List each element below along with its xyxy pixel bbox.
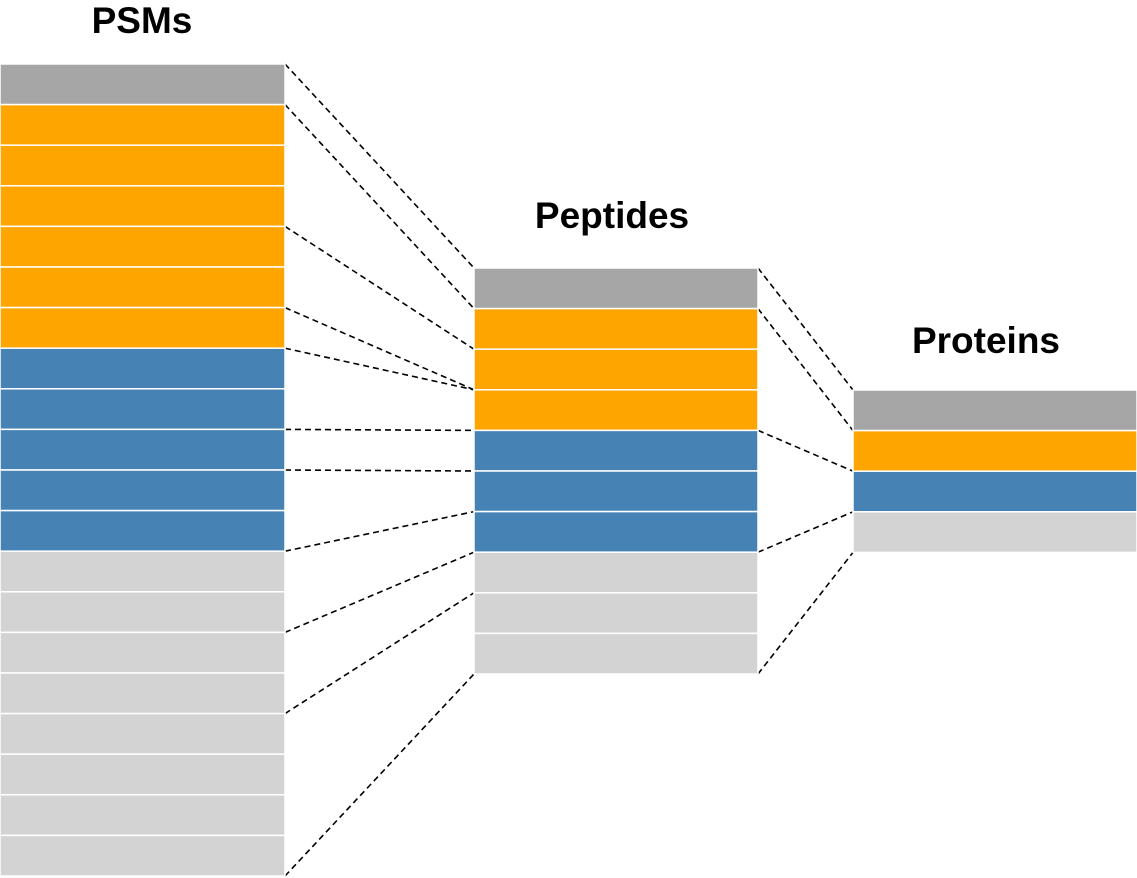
proteins-dark-gray-row: [852, 389, 1137, 432]
psms-orange-row: [0, 144, 286, 187]
proteins-column: [852, 389, 1137, 554]
psms-light-gray-row: [0, 834, 286, 877]
peptides-blue-row: [473, 510, 759, 553]
peptides-orange-row: [473, 389, 759, 432]
psms-to-peptides-connector: [284, 225, 475, 350]
psms-light-gray-row: [0, 591, 286, 634]
psms-light-gray-row: [0, 753, 286, 796]
connector-lines: [284, 63, 854, 877]
psms-blue-row: [0, 347, 286, 390]
peptides-orange-row: [473, 348, 759, 391]
proteins-orange-row: [852, 429, 1137, 472]
psms-to-peptides-connector: [284, 469, 475, 472]
psms-column: [0, 63, 286, 877]
psms-orange-row: [0, 266, 286, 309]
psms-blue-row: [0, 469, 286, 512]
psms-to-peptides-connector: [284, 347, 475, 391]
stacked-columns: [0, 63, 1137, 877]
psms-orange-row: [0, 306, 286, 349]
psms-blue-row: [0, 388, 286, 431]
proteins-blue-row: [852, 470, 1137, 513]
psms-blue-row: [0, 509, 286, 552]
psms-to-peptides-connector: [284, 673, 475, 877]
psms-light-gray-row: [0, 672, 286, 715]
proteins-light-gray-row: [852, 511, 1137, 554]
psms-light-gray-row: [0, 794, 286, 837]
psms-dark-gray-row: [0, 63, 286, 106]
peptides-light-gray-row: [473, 632, 759, 675]
peptides-light-gray-row: [473, 592, 759, 635]
peptides-to-proteins-connector: [757, 551, 854, 675]
psms-to-peptides-connector: [284, 104, 475, 310]
peptides-orange-row: [473, 307, 759, 350]
peptides-dark-gray-row: [473, 267, 759, 310]
psms-blue-row: [0, 428, 286, 471]
psms-to-peptides-connector: [284, 592, 475, 715]
psms-orange-row: [0, 225, 286, 268]
peptides-to-proteins-connector: [757, 429, 854, 472]
psms-to-peptides-connector: [284, 428, 475, 432]
psms-to-peptides-connector: [284, 510, 475, 552]
psms-light-gray-row: [0, 712, 286, 755]
proteins-title: Proteins: [911, 320, 1061, 361]
peptides-title: Peptides: [534, 195, 690, 236]
psms-light-gray-row: [0, 550, 286, 593]
psms-to-peptides-connector: [284, 551, 475, 634]
peptides-blue-row: [473, 429, 759, 472]
peptides-light-gray-row: [473, 551, 759, 594]
psms-title: PSMs: [91, 0, 193, 41]
psms-orange-row: [0, 185, 286, 228]
psms-to-peptides-connector: [284, 63, 475, 269]
peptides-to-proteins-connector: [757, 267, 854, 391]
psms-light-gray-row: [0, 631, 286, 674]
psms-orange-row: [0, 103, 286, 146]
peptides-column: [473, 267, 759, 675]
peptides-to-proteins-connector: [757, 511, 854, 553]
psms-to-peptides-connector: [284, 306, 475, 391]
peptides-to-proteins-connector: [757, 308, 854, 432]
peptides-blue-row: [473, 470, 759, 513]
